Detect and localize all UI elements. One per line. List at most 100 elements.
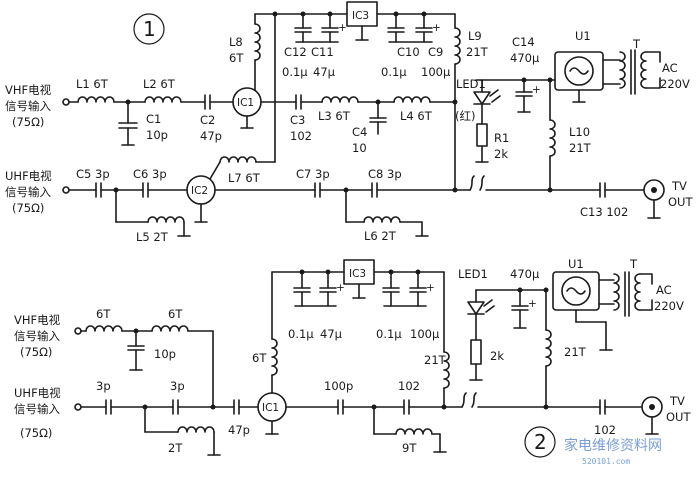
AC-voltage: 220V: [660, 77, 690, 91]
svg-text:+: +: [338, 22, 347, 34]
tv-out-2-label-2: OUT: [666, 410, 691, 424]
circuit-1: 1 VHF电视 信号输入 (75Ω) L1 6T L2 6T C1 10p C2…: [5, 1, 693, 244]
C2-v1: 0.1μ: [288, 327, 314, 341]
vhf-input-impedance: (75Ω): [12, 115, 44, 129]
C11-label: C11: [311, 45, 334, 59]
uhf-input-impedance: (75Ω): [12, 201, 44, 215]
AC-label: AC: [662, 61, 678, 75]
C8-label: C8 3p: [368, 167, 402, 181]
svg-text:+: +: [432, 22, 441, 34]
C4-value: 10: [352, 141, 367, 155]
L9T-label: 9T: [402, 441, 417, 455]
watermark: 家电维修资料网 520101.com: [564, 437, 662, 466]
uhf2-label-1: UHF电视: [14, 386, 61, 400]
C12-value: 0.1μ: [282, 65, 308, 79]
L4-label: L4 6T: [400, 109, 433, 123]
L8-value: 6T: [229, 51, 244, 65]
C5-label: C5 3p: [76, 167, 110, 181]
C13-label: C13 102: [580, 205, 628, 219]
LED1-2-label: LED1: [458, 267, 488, 281]
AC-2-voltage: 220V: [654, 299, 684, 313]
U1-label: U1: [575, 29, 591, 43]
C6-label: C6 3p: [133, 167, 167, 181]
T-2-label: T: [629, 257, 638, 271]
C100p-label: 100p: [324, 379, 353, 393]
L10-value: 21T: [569, 141, 592, 155]
T-label: T: [632, 37, 641, 51]
L5-label: L5 2T: [136, 230, 169, 244]
L2T-label: 2T: [168, 441, 183, 455]
C14-label: C14: [512, 35, 535, 49]
L21T-a-label: 21T: [424, 353, 447, 367]
C2-v4: 100μ: [410, 327, 440, 341]
C47p-label: 47p: [228, 423, 250, 437]
vhf-input-label-1: VHF电视: [5, 83, 52, 97]
C102b-label: 102: [594, 423, 616, 437]
L7-label: L7 6T: [228, 171, 261, 185]
vhf-input-terminal: [62, 98, 70, 106]
svg-text:+: +: [426, 282, 435, 294]
C1-label: C1: [146, 112, 161, 126]
L10-label: L10: [569, 125, 590, 139]
L21T-b-label: 21T: [564, 345, 587, 359]
C11-value: 47μ: [313, 65, 336, 79]
vhf2-label-2: 信号输入: [14, 329, 60, 343]
R1-label: R1: [494, 131, 509, 145]
uhf2-impedance: (75Ω): [20, 426, 52, 440]
coil-L3: [321, 96, 359, 103]
C14-value: 470μ: [510, 51, 540, 65]
U1-symbol: [564, 56, 594, 86]
LED-color: (红): [455, 109, 475, 123]
vhf2-label-1: VHF电视: [14, 313, 61, 327]
IC3-2-label: IC3: [349, 268, 366, 280]
uhf2-label-2: 信号输入: [14, 402, 60, 416]
svg-text:+: +: [336, 282, 345, 294]
tv-out-label-2: OUT: [668, 195, 693, 209]
L3-label: L3 6T: [318, 109, 351, 123]
IC2-label: IC2: [191, 185, 208, 197]
U1-2-symbol: [561, 276, 591, 306]
C2-label: C2: [200, 113, 215, 127]
C10-label: C10: [397, 45, 420, 59]
vhf-input-label-2: 信号输入: [5, 99, 51, 113]
L8-label: L8: [229, 35, 243, 49]
C2-v3: 0.1μ: [376, 327, 402, 341]
circuit-1-number: 1: [143, 17, 156, 41]
L6T-2-label: 6T: [252, 351, 267, 365]
C470-2-label: 470μ: [510, 267, 540, 281]
IC1-label: IC1: [237, 97, 254, 109]
C2-value: 47p: [200, 129, 222, 143]
C2a-label: 10p: [154, 347, 176, 361]
C12-label: C12: [284, 45, 307, 59]
C9-label: C9: [428, 45, 443, 59]
L2-label: L2 6T: [143, 77, 176, 91]
L9-value: 21T: [466, 45, 489, 59]
C2-v2: 47μ: [320, 327, 343, 341]
C102a-label: 102: [398, 379, 420, 393]
C3-value: 102: [290, 129, 312, 143]
R1-symbol: [476, 123, 488, 147]
circuit-2: VHF电视 信号输入 (75Ω) 6T 6T 10p UHF电视 信号输入 (7…: [14, 257, 691, 458]
R1-value: 2k: [494, 147, 508, 161]
coil-L1: [77, 96, 115, 103]
L9-label: L9: [468, 29, 482, 43]
vhf2-impedance: (75Ω): [20, 345, 52, 359]
IC1-2-label: IC1: [262, 402, 279, 414]
C3-label: C3: [290, 113, 305, 127]
L2a-label: 6T: [96, 307, 111, 321]
uhf-input-label-1: UHF电视: [5, 169, 52, 183]
C2-uhf1: 3p: [96, 379, 111, 393]
C2-uhf2: 3p: [170, 379, 185, 393]
coil-L4: [393, 96, 431, 103]
svg-text:+: +: [532, 84, 541, 96]
watermark-url: 520101.com: [582, 457, 630, 466]
watermark-text: 家电维修资料网: [564, 437, 662, 454]
tv-out-2-label-1: TV: [669, 394, 685, 408]
uhf-input-terminal: [62, 186, 70, 194]
uhf-input-label-2: 信号输入: [5, 185, 51, 199]
circuit-1-number-ring: [133, 13, 165, 45]
C7-label: C7 3p: [296, 167, 330, 181]
U1-2-label: U1: [568, 257, 584, 271]
L2b-label: 6T: [168, 307, 183, 321]
